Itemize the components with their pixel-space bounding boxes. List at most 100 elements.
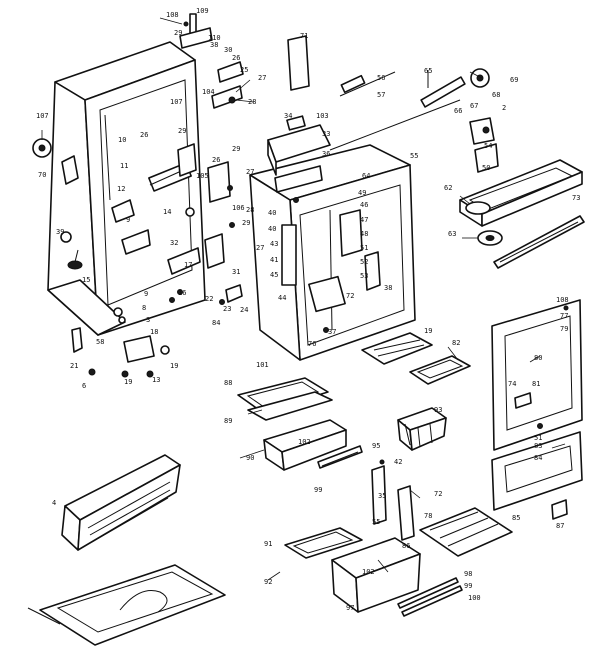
callout-40: 40: [268, 209, 276, 217]
callout-27: 27: [246, 168, 254, 176]
callout-109: 109: [196, 7, 209, 15]
callout-34: 34: [284, 112, 292, 120]
drain-tray: [459, 159, 583, 227]
callout-53: 53: [360, 272, 368, 280]
callout-66: 66: [454, 107, 462, 115]
control-housing-parts: [111, 61, 244, 305]
callout-8: 8: [142, 304, 146, 312]
callout-38: 38: [384, 284, 392, 292]
callout-9: 9: [144, 290, 148, 298]
callout-99: 99: [314, 486, 322, 494]
callout-54: 54: [484, 142, 492, 150]
thermostat-bracket: [32, 138, 79, 185]
callout-99: 99: [464, 582, 472, 590]
callout-93: 93: [434, 406, 442, 414]
callout-31: 31: [232, 268, 240, 276]
callout-6: 6: [82, 382, 86, 390]
callout-43: 43: [270, 240, 278, 248]
shelf-grille: [361, 332, 433, 365]
callout-22: 22: [205, 295, 213, 303]
callout-79: 79: [560, 325, 568, 333]
callout-26: 26: [140, 131, 148, 139]
callout-55: 55: [372, 518, 380, 526]
callout-10: 10: [118, 136, 126, 144]
callout-72: 72: [434, 490, 442, 498]
tubing: [329, 71, 461, 151]
callout-30: 30: [224, 46, 232, 54]
callout-95: 95: [372, 442, 380, 450]
callout-63: 63: [448, 230, 456, 238]
callout-67: 67: [470, 102, 478, 110]
evaporator-cover: [267, 115, 331, 193]
callout-81: 81: [532, 380, 540, 388]
bottom-drawer: [284, 527, 421, 613]
fan-motor-assembly: [420, 68, 499, 173]
door-bin: [397, 407, 447, 451]
callout-26: 26: [232, 54, 240, 62]
callout-2: 2: [502, 104, 506, 112]
callout-86: 86: [402, 542, 410, 550]
door-assembly: [491, 299, 583, 520]
callout-83: 83: [534, 442, 542, 450]
callout-71: 71: [300, 32, 308, 40]
callout-16: 16: [178, 289, 186, 297]
callout-25: 25: [240, 66, 248, 74]
callout-27: 27: [258, 74, 266, 82]
callout-58: 58: [96, 338, 104, 346]
callout-105: 105: [196, 172, 209, 180]
callout-40: 40: [268, 225, 276, 233]
callout-9: 9: [126, 216, 130, 224]
callout-38: 38: [210, 41, 218, 49]
callout-50: 50: [482, 164, 490, 172]
callout-19: 19: [424, 327, 432, 335]
callout-80: 80: [534, 354, 542, 362]
fan-blade: [477, 230, 503, 246]
callout-108: 108: [556, 296, 569, 304]
callout-17: 17: [184, 261, 192, 269]
drawer-rails: [397, 577, 463, 617]
callout-45: 45: [270, 271, 278, 279]
callout-91: 91: [264, 540, 272, 548]
callout-29: 29: [242, 219, 250, 227]
callout-26: 26: [212, 156, 220, 164]
callout-28: 28: [246, 206, 254, 214]
callout-51: 51: [360, 244, 368, 252]
callout-107: 107: [170, 98, 183, 106]
callout-11: 11: [120, 162, 128, 170]
callout-72: 72: [346, 292, 354, 300]
callout-101: 101: [256, 361, 269, 369]
callout-13: 13: [152, 376, 160, 384]
callout-84: 84: [534, 454, 542, 462]
callout-23: 23: [223, 305, 231, 313]
callout-102: 102: [298, 438, 311, 446]
callout-90: 90: [246, 454, 254, 462]
callout-106: 106: [232, 204, 245, 212]
callout-49: 49: [358, 189, 366, 197]
callout-12: 12: [117, 185, 125, 193]
callout-18: 18: [150, 328, 158, 336]
air-duct-panel: [287, 35, 310, 91]
callout-52: 52: [360, 258, 368, 266]
callout-98: 98: [464, 570, 472, 578]
callout-76: 76: [308, 340, 316, 348]
callout-55: 55: [410, 152, 418, 160]
crisper-cover: [419, 507, 513, 557]
top-hinge-parts: [179, 13, 213, 49]
base-pan: [27, 564, 226, 646]
callout-42: 42: [394, 458, 402, 466]
defrost-drain-parts: [60, 231, 83, 270]
callout-29: 29: [178, 127, 186, 135]
callout-33: 33: [322, 130, 330, 138]
callout-84: 84: [212, 319, 220, 327]
callout-51: 51: [534, 434, 542, 442]
callout-108: 108: [166, 11, 179, 19]
callout-92: 92: [264, 578, 272, 586]
callout-4: 4: [52, 499, 56, 507]
callout-32: 32: [170, 239, 178, 247]
callout-110: 110: [208, 34, 221, 42]
callout-35: 35: [378, 492, 386, 500]
callout-14: 14: [163, 208, 171, 216]
